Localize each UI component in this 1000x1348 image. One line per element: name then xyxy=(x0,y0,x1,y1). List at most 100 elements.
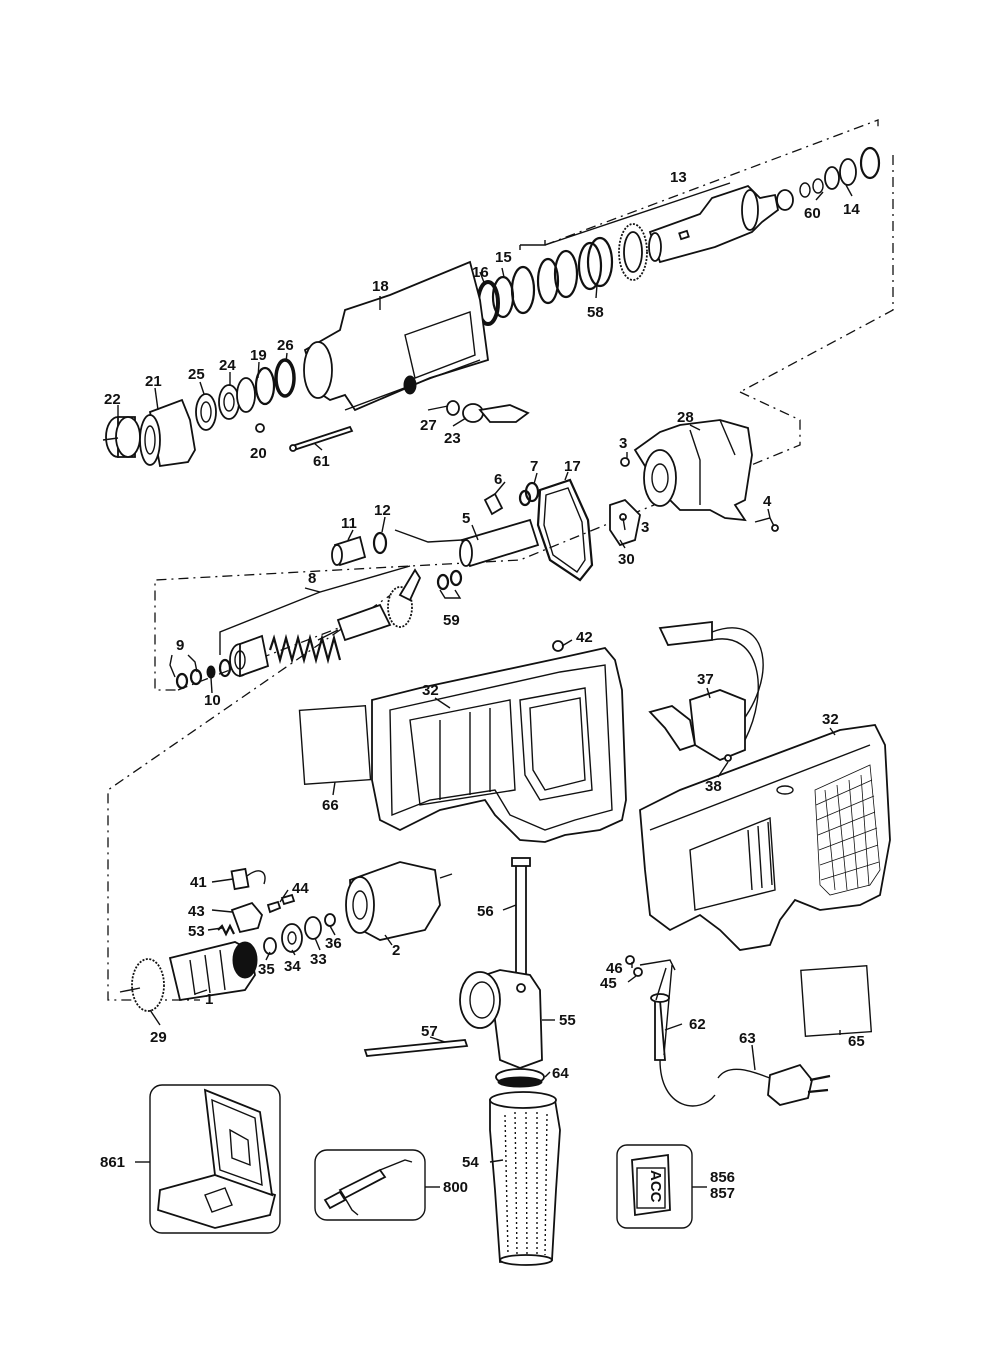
part-861-case-box xyxy=(149,1084,281,1234)
label-861: 861 xyxy=(100,1154,125,1171)
part-21-sleeve xyxy=(139,398,196,468)
label-800: 800 xyxy=(443,1179,468,1196)
part-28-motor-housing xyxy=(633,419,753,522)
label-34: 34 xyxy=(284,958,301,975)
part-20-ball xyxy=(255,423,265,433)
label-46: 46 xyxy=(606,960,623,977)
part-13-spindle xyxy=(648,184,794,264)
label-41: 41 xyxy=(190,874,207,891)
part-56-depth-rod xyxy=(511,857,531,980)
part-61-rod xyxy=(289,425,354,452)
label-6: 6 xyxy=(494,471,502,488)
part-14-60-small-rings xyxy=(799,146,881,198)
part-54-grip xyxy=(489,1091,561,1266)
label-14: 14 xyxy=(843,201,860,218)
label-43: 43 xyxy=(188,903,205,920)
label-857: 857 xyxy=(710,1185,735,1202)
label-56: 56 xyxy=(477,903,494,920)
part-57-pin xyxy=(363,1039,469,1057)
label-61: 61 xyxy=(313,453,330,470)
label-23: 23 xyxy=(444,430,461,447)
part-37-switch xyxy=(648,620,764,762)
part-62-cord-guard xyxy=(650,964,716,1107)
label-10: 10 xyxy=(204,692,221,709)
label-29: 29 xyxy=(150,1029,167,1046)
label-32a: 32 xyxy=(422,682,439,699)
part-41-43-44-53-brush-parts xyxy=(217,867,296,937)
label-59: 59 xyxy=(443,612,460,629)
label-63: 63 xyxy=(739,1030,756,1047)
label-53: 53 xyxy=(188,923,205,940)
label-1: 1 xyxy=(205,991,213,1008)
part-3-screws xyxy=(619,457,630,521)
part-35-34-33-36-bearings xyxy=(263,913,336,955)
part-64-ring xyxy=(495,1068,545,1088)
label-57: 57 xyxy=(421,1023,438,1040)
label-8: 8 xyxy=(308,570,316,587)
part-58-springs-rings xyxy=(510,236,614,315)
label-26: 26 xyxy=(277,337,294,354)
label-25: 25 xyxy=(188,366,205,383)
label-33: 33 xyxy=(310,951,327,968)
label-58: 58 xyxy=(587,304,604,321)
label-65: 65 xyxy=(848,1033,865,1050)
part-2-field xyxy=(345,861,453,941)
label-18: 18 xyxy=(372,278,389,295)
label-24: 24 xyxy=(219,357,236,374)
label-44: 44 xyxy=(292,880,309,897)
part-5-cylinder xyxy=(459,518,540,568)
label-5: 5 xyxy=(462,510,470,527)
part-8-crank-shaft xyxy=(317,568,422,642)
label-7: 7 xyxy=(530,458,538,475)
label-3a: 3 xyxy=(619,435,627,452)
label-54: 54 xyxy=(462,1154,479,1171)
label-22: 22 xyxy=(104,391,121,408)
part-4-clip xyxy=(754,517,779,532)
label-60: 60 xyxy=(804,205,821,222)
part-32-housing-half-left xyxy=(371,640,627,843)
label-28: 28 xyxy=(677,409,694,426)
label-64: 64 xyxy=(552,1065,569,1082)
label-21: 21 xyxy=(145,373,162,390)
part-13-gear xyxy=(618,223,648,281)
part-30-bracket xyxy=(609,498,641,547)
part-11-12-piston xyxy=(331,529,463,567)
part-number-labels: 13 60 14 16 15 58 18 22 21 25 24 19 26 2… xyxy=(100,169,865,1202)
part-15-16-rings xyxy=(476,275,515,326)
label-856: 856 xyxy=(710,1169,735,1186)
label-12: 12 xyxy=(374,502,391,519)
label-37: 37 xyxy=(697,671,714,688)
label-42: 42 xyxy=(576,629,593,646)
label-17: 17 xyxy=(564,458,581,475)
label-11: 11 xyxy=(341,515,357,532)
label-62: 62 xyxy=(689,1016,706,1033)
part-65-label xyxy=(800,965,873,1037)
label-4: 4 xyxy=(763,493,772,510)
label-36: 36 xyxy=(325,935,342,952)
label-55: 55 xyxy=(559,1012,576,1029)
part-55-handle-clamp xyxy=(459,969,543,1069)
part-22-cap xyxy=(102,416,141,458)
sticker-text: ACC xyxy=(647,1170,664,1203)
label-16: 16 xyxy=(472,264,489,281)
label-66: 66 xyxy=(322,797,339,814)
part-25-24-19-26-rings xyxy=(195,358,296,431)
part-spring-and-clutch xyxy=(175,633,342,690)
label-13: 13 xyxy=(670,169,687,186)
part-856-857-sticker-box xyxy=(616,1144,693,1229)
part-18-gear-housing xyxy=(303,260,489,412)
label-38: 38 xyxy=(705,778,722,795)
label-45: 45 xyxy=(600,975,617,992)
part-63-plug xyxy=(717,1063,831,1106)
label-2: 2 xyxy=(392,942,400,959)
part-45-46-screws xyxy=(625,955,676,977)
part-66-label xyxy=(298,705,372,785)
label-9: 9 xyxy=(176,637,184,654)
label-20: 20 xyxy=(250,445,267,462)
leader-lines xyxy=(117,182,853,1188)
part-1-armature xyxy=(119,941,258,1012)
part-23-27-switch-knob xyxy=(446,400,530,423)
label-32b: 32 xyxy=(822,711,839,728)
label-19: 19 xyxy=(250,347,267,364)
